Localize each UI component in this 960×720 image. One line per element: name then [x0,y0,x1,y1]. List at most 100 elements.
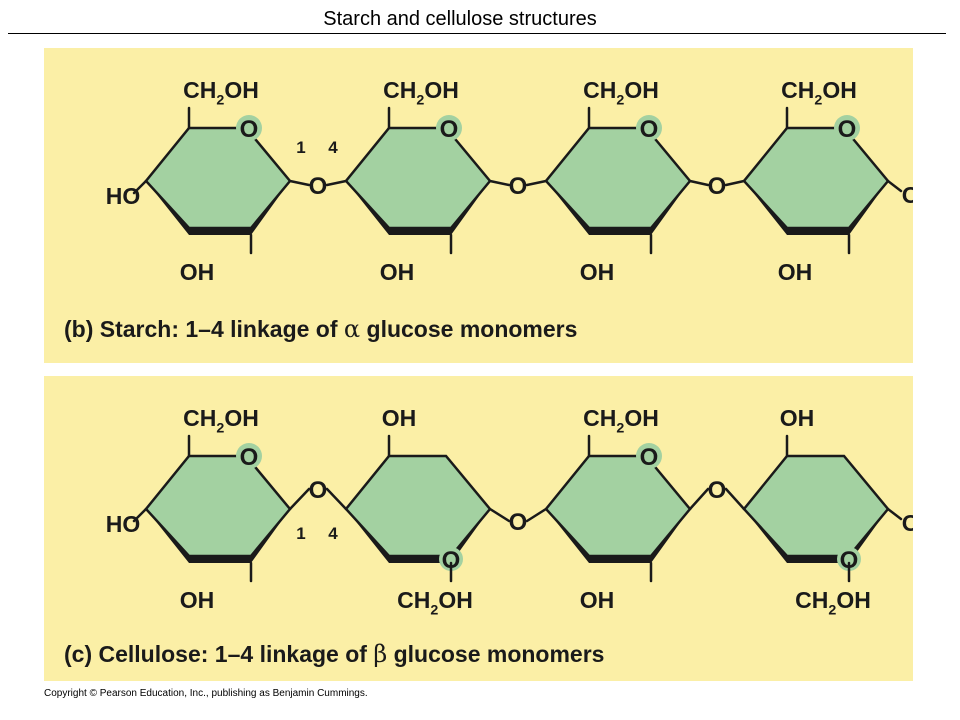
ring-oxygen-bg [436,115,462,141]
top-substituent-label: CH2OH [583,405,659,436]
ring-body [144,454,292,558]
ring-oxygen-label: O [440,116,459,143]
cellulose-structure-diagram: O CH2OH OH HO O OH CH2OH O CH2OH OH O OH CH2OH OH O O O 1… [106,405,913,618]
right-hydroxyl-label: OH [902,182,913,208]
ring-oxygen-bg [636,443,662,469]
slide-title: Starch and cellulose structures [323,8,597,30]
ring-oxygen-label: O [442,547,461,574]
glycosidic-bond [525,507,548,523]
glycosidic-bond [488,507,511,523]
bottom-substituent-label: OH [380,259,415,285]
top-substituent-label: CH2OH [583,77,659,108]
bottom-substituent-label: CH2OH [397,587,473,618]
ring-body [344,454,492,558]
glucose-ring [344,454,492,571]
ring-oxygen-bg [837,547,861,571]
starch-panel: OCH2OHOHHOOCH2OHOHOCH2OHOHOCH2OHOHOHOOO1… [44,48,913,363]
ring-front-edge [546,509,690,563]
ring-oxygen-bg [636,115,662,141]
bottom-substituent-label: OH [778,259,813,285]
bridge-oxygen-label: O [309,173,328,200]
top-substituent-label: CH2OH [781,77,857,108]
ring-body [742,454,890,558]
ring-oxygen-bg [834,115,860,141]
ring-oxygen-label: O [640,444,659,471]
glucose-ring [742,454,890,571]
bridge-oxygen-label: O [708,173,727,200]
ring-oxygen-label: O [838,116,857,143]
top-substituent-label: OH [382,405,417,431]
cellulose-caption-suffix: glucose monomers [387,641,605,667]
bottom-substituent-label: OH [580,587,615,613]
top-substituent-label: CH2OH [383,77,459,108]
ring-body [344,126,492,230]
ring-front-edge [146,509,290,563]
ring-body [544,126,692,230]
glycosidic-bond [724,179,746,187]
title-divider [8,33,946,34]
top-substituent-label: OH [780,405,815,431]
left-bond [132,179,148,195]
copyright-notice: Copyright © Pearson Education, Inc., pub… [44,688,368,699]
left-hydroxyl-label: HO [106,183,141,209]
ring-body [144,126,292,230]
ring-front-edge [744,181,888,235]
bridge-oxygen-label: O [509,509,528,536]
right-bond [886,179,903,193]
ring-oxygen-bg [236,443,262,469]
left-hydroxyl-label: HO [106,511,141,537]
glycosidic-bond [325,179,348,187]
left-bond [132,507,148,523]
cellulose-panel: O CH2OH OH HO O OH CH2OH O CH2OH OH O OH CH2OH OH O O O 1… [44,376,913,681]
bottom-substituent-label: OH [180,259,215,285]
starch-caption-text: (b) Starch: 1–4 linkage of [64,316,344,342]
glycosidic-bond [688,487,710,511]
glucose-ring [344,115,492,235]
glycosidic-bond [325,487,348,511]
ring-front-edge [546,181,690,235]
glycosidic-bond [288,487,311,511]
linkage-number-4: 4 [328,524,338,543]
bridge-oxygen-label: O [509,173,528,200]
glucose-ring [144,115,292,235]
top-substituent-label: CH2OH [183,77,259,108]
alpha-symbol: α [343,315,361,343]
linkage-number-1: 1 [296,524,305,543]
right-hydroxyl-label: OH [902,510,913,536]
right-bond [886,507,903,521]
ring-body [544,454,692,558]
ring-body [742,126,890,230]
starch-structure-diagram: OCH2OHOHHOOCH2OHOHOCH2OHOHOCH2OHOHOHOOO1… [106,77,913,285]
ring-oxygen-label: O [840,547,859,574]
top-substituent-label: CH2OH [183,405,259,436]
glucose-ring [144,443,292,563]
bottom-substituent-label: OH [180,587,215,613]
bridge-oxygen-label: O [708,477,727,504]
ring-oxygen-bg [236,115,262,141]
glycosidic-bond [724,487,746,511]
ring-front-edge [346,181,490,235]
ring-oxygen-label: O [640,116,659,143]
starch-caption: (b) Starch: 1–4 linkage of α glucose mon… [64,315,577,343]
glycosidic-bond [525,179,548,187]
linkage-number-4: 4 [328,138,338,157]
bottom-substituent-label: CH2OH [795,587,871,618]
ring-front-edge [146,181,290,235]
bottom-substituent-label: OH [580,259,615,285]
glucose-ring [544,443,692,563]
starch-caption-suffix: glucose monomers [360,316,578,342]
glycosidic-bond [688,179,710,187]
cellulose-caption-text: (c) Cellulose: 1–4 linkage of [64,641,374,667]
ring-front-edge [744,509,888,563]
glycosidic-bond [488,179,511,187]
linkage-number-1: 1 [296,138,305,157]
cellulose-caption: (c) Cellulose: 1–4 linkage of β glucose … [64,640,604,668]
ring-oxygen-label: O [240,116,259,143]
glucose-ring [742,115,890,235]
ring-oxygen-label: O [240,444,259,471]
ring-front-edge [346,509,490,563]
bridge-oxygen-label: O [309,477,328,504]
beta-symbol: β [373,640,388,668]
glucose-ring [544,115,692,235]
glycosidic-bond [288,179,311,187]
